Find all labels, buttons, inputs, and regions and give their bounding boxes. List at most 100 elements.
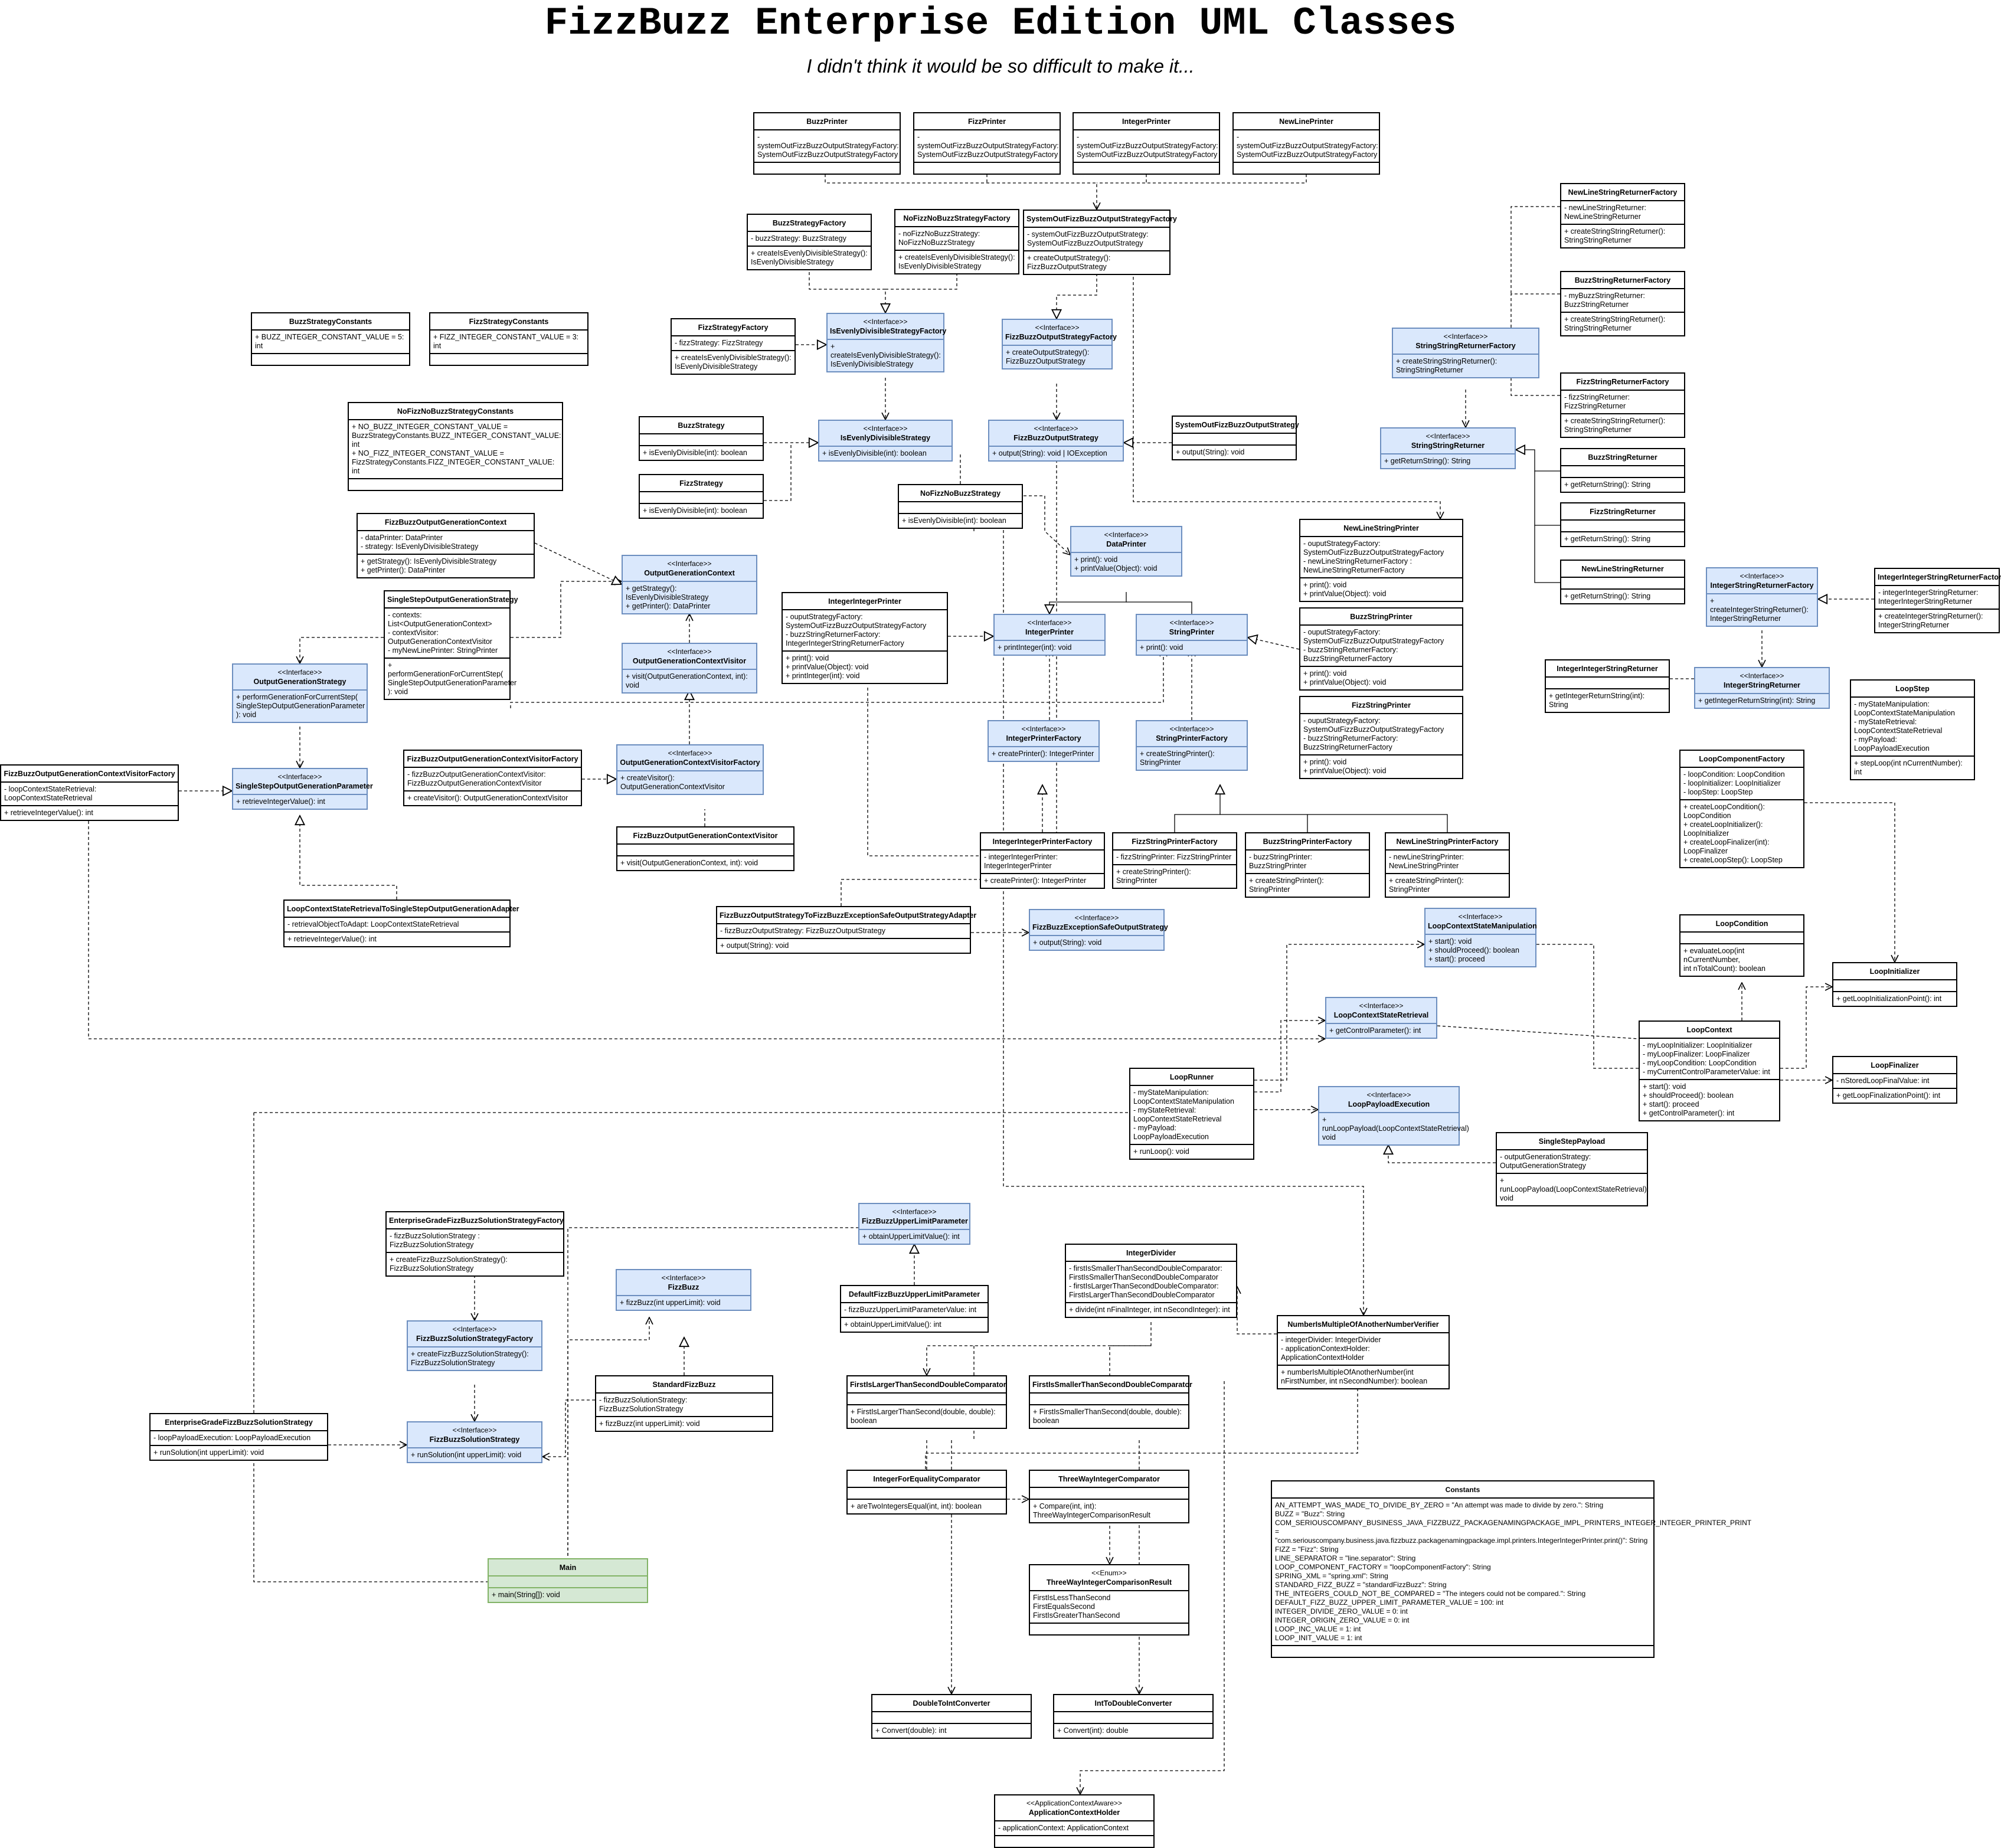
class-header: LoopContext xyxy=(1640,1022,1779,1039)
class-name: FizzStringReturnerFactory xyxy=(1576,378,1669,386)
dependency-line xyxy=(542,1399,595,1457)
attribute-line: - fizzBuzzSolutionStrategy: FizzBuzzSolu… xyxy=(599,1396,689,1413)
operations-section: + divide(int nFinalInteger, int nSecondI… xyxy=(1066,1303,1236,1317)
class-name: IntegerPrinter xyxy=(1025,628,1074,636)
attribute-line: FizzBuzzSolutionStrategy xyxy=(411,1359,495,1367)
operation-line: int nTotalCount): boolean xyxy=(1683,964,1765,973)
operation-line: + printValue(Object): void xyxy=(1303,678,1387,686)
operation-line: + createLoopFinalizer(int): xyxy=(1683,838,1770,846)
operations-section xyxy=(754,163,900,174)
class-header: <<Interface>>FizzBuzzUpperLimitParameter xyxy=(859,1204,969,1230)
attribute-line: + getPrinter(): DataPrinter xyxy=(626,602,711,610)
class-box-enterprise-grade-fizz-buzz-solution-strategy: EnterpriseGradeFizzBuzzSolutionStrategy-… xyxy=(149,1413,328,1461)
attribute-line: - systemOutFizzBuzzOutputStrategy: xyxy=(1027,230,1149,238)
operations-section: + evaluateLoop(int nCurrentNumber,int nT… xyxy=(1680,944,1803,976)
attribute-line: SystemOutFizzBuzzOutputStrategyFactory xyxy=(786,622,927,630)
class-box-system-out-fizz-buzz-output-strategy-factory: SystemOutFizzBuzzOutputStrategyFactory - … xyxy=(1023,210,1177,275)
attributes-section: + getControlParameter(): int xyxy=(1326,1024,1436,1038)
attribute-line: BuzzStringReturnerFactory xyxy=(1303,655,1392,663)
class-name: BuzzStringReturnerFactory xyxy=(1574,276,1671,284)
attributes-section xyxy=(1030,1394,1188,1405)
attribute-line: - myStateManipulation: xyxy=(1854,700,1930,708)
attributes-section: - loopPayloadExecution: LoopPayloadExecu… xyxy=(151,1431,327,1446)
class-header: NoFizzNoBuzzStrategy xyxy=(899,485,1022,502)
class-name: Constants xyxy=(1445,1486,1480,1494)
realization-line xyxy=(809,256,885,313)
attributes-section xyxy=(1546,678,1669,689)
operation-line: + areTwoIntegersEqual(int, int): boolean xyxy=(851,1502,982,1510)
attributes-section: - newLineStringReturner:NewLineStringRet… xyxy=(1561,201,1684,225)
operations-section: + Convert(double): int xyxy=(872,1724,1031,1738)
class-header: <<Interface>>IntegerStringReturner xyxy=(1695,668,1829,694)
attributes-section: + output(String): void | IOException xyxy=(989,447,1123,460)
attributes-section: + print(): void+ printValue(Object): voi… xyxy=(1071,553,1181,575)
attribute-line: "com.seriouscompany.business.java.fizzbu… xyxy=(1275,1536,1648,1545)
class-name: FizzStrategyFactory xyxy=(698,323,769,332)
operations-section: + isEvenlyDivisible(int): boolean xyxy=(899,514,1022,528)
class-header: <<Interface>>FizzBuzzExceptionSafeOutput… xyxy=(1030,910,1168,936)
class-header: FizzBuzzOutputGenerationContextVisitorFa… xyxy=(404,751,581,768)
class-box-is-evenly-divisible-strategy: <<Interface>>IsEvenlyDivisibleStrategy+ … xyxy=(818,420,953,462)
dependency-line xyxy=(764,443,792,501)
attribute-line: THE_INTEGERS_COULD_NOT_BE_COMPARED = "Th… xyxy=(1275,1589,1586,1598)
attributes-section: - dataPrinter: DataPrinter- strategy: Is… xyxy=(358,531,534,555)
stereotype-label: <<ApplicationContextAware>> xyxy=(1026,1799,1122,1807)
attributes-section: + createIntegerStringReturner():IntegerS… xyxy=(1707,594,1817,626)
class-name: IsEvenlyDivisibleStrategyFactory xyxy=(830,327,947,335)
realization-line xyxy=(1174,785,1220,832)
attribute-line: + start(): void xyxy=(1428,937,1472,946)
class-name: FizzBuzzOutputGenerationContextVisitor xyxy=(633,832,778,840)
stereotype-label: <<Interface>> xyxy=(1035,323,1080,332)
attributes-section: + getStrategy(): IsEvenlyDivisibleStrate… xyxy=(623,582,756,613)
attribute-line: OutputGenerationStrategy xyxy=(1500,1162,1586,1170)
stereotype-label: <<Interface>> xyxy=(892,1208,937,1216)
class-header: FirstIsLargerThanSecondDoubleComparator xyxy=(848,1376,1006,1394)
class-name: ApplicationContextHolder xyxy=(1028,1808,1120,1817)
attribute-line: + getReturnString(): String xyxy=(1384,457,1471,465)
operation-line: + shouldProceed(): boolean xyxy=(1643,1091,1734,1100)
attribute-line: - newLineStringPrinter: xyxy=(1389,853,1464,861)
dependency-line xyxy=(841,454,1057,906)
class-box-output-generation-context: <<Interface>>OutputGenerationContext+ ge… xyxy=(622,555,757,614)
attribute-line: - fizzBuzzUpperLimitParameterValue: int xyxy=(844,1306,977,1314)
class-header: FizzStringReturner xyxy=(1561,503,1684,521)
attributes-section: + visit(OutputGenerationContext, int): v… xyxy=(623,670,756,692)
attributes-section: + BUZZ_INTEGER_CONSTANT_VALUE = 5: int xyxy=(252,331,409,354)
attributes-section: + output(String): void xyxy=(1030,936,1163,950)
class-box-fizz-strategy-factory: FizzStrategyFactory- fizzStrategy: FizzS… xyxy=(671,318,796,375)
attribute-line: runLoopPayload(LoopContextStateRetrieval… xyxy=(1322,1124,1469,1133)
attribute-line: - systemOutFizzBuzzOutputStrategyFactory… xyxy=(757,133,899,150)
attribute-line: + shouldProceed(): boolean xyxy=(1428,946,1519,954)
operations-section: + createFizzBuzzSolutionStrategy():FizzB… xyxy=(387,1253,563,1275)
class-header: BuzzStrategyFactory xyxy=(748,215,871,232)
class-header: IntegerPrinter xyxy=(1074,113,1219,130)
attributes-section: - outputGenerationStrategy:OutputGenerat… xyxy=(1497,1150,1647,1174)
operation-line: + getLoopFinalizationPoint(): int xyxy=(1836,1091,1941,1100)
class-box-integer-for-equality-comparator: IntegerForEqualityComparator+ areTwoInte… xyxy=(846,1470,1007,1515)
operation-line: + retrieveIntegerValue(): int xyxy=(287,935,377,943)
class-header: BuzzPrinter xyxy=(754,113,900,130)
class-header: <<Enum>>ThreeWayIntegerComparisonResult xyxy=(1030,1565,1188,1591)
operations-section: + stepLoop(int nCurrentNumber): int xyxy=(1851,757,1974,779)
attributes-section: - ouputStrategyFactory:SystemOutFizzBuzz… xyxy=(783,610,947,652)
operation-line: + Convert(double): int xyxy=(875,1726,947,1735)
class-header: FizzStringPrinterFactory xyxy=(1113,833,1236,851)
operation-line: + createOutputStrategy(): xyxy=(1027,254,1111,262)
class-box-fizz-buzz-output-strategy-factory: <<Interface>>FizzBuzzOutputStrategyFacto… xyxy=(1002,319,1117,369)
operations-section: + output(String): void xyxy=(717,939,970,953)
attribute-line: - buzzStringPrinter: BuzzStringPrinter xyxy=(1249,853,1315,870)
class-name: FizzBuzzOutputStrategy xyxy=(1013,434,1098,442)
class-header: SystemOutFizzBuzzOutputStrategyFactory xyxy=(1024,211,1177,228)
class-header: FizzStrategyConstants xyxy=(430,313,587,331)
class-header: NewLineStringPrinterFactory xyxy=(1386,833,1509,851)
class-header: LoopComponentFactory xyxy=(1680,751,1803,768)
attributes-section xyxy=(872,1712,1031,1724)
dependency-line xyxy=(1534,525,1560,583)
attributes-section xyxy=(1833,980,1956,992)
dependency-line xyxy=(1133,272,1440,519)
class-name: FirstIsLargerThanSecondDoubleComparator xyxy=(850,1381,1006,1389)
operation-line: StringStringReturner xyxy=(1564,426,1631,434)
class-header: StandardFizzBuzz xyxy=(596,1376,772,1394)
attribute-line: - buzzStringReturnerFactory: xyxy=(1303,646,1398,654)
operation-line: + printInteger(int): void xyxy=(786,672,860,680)
